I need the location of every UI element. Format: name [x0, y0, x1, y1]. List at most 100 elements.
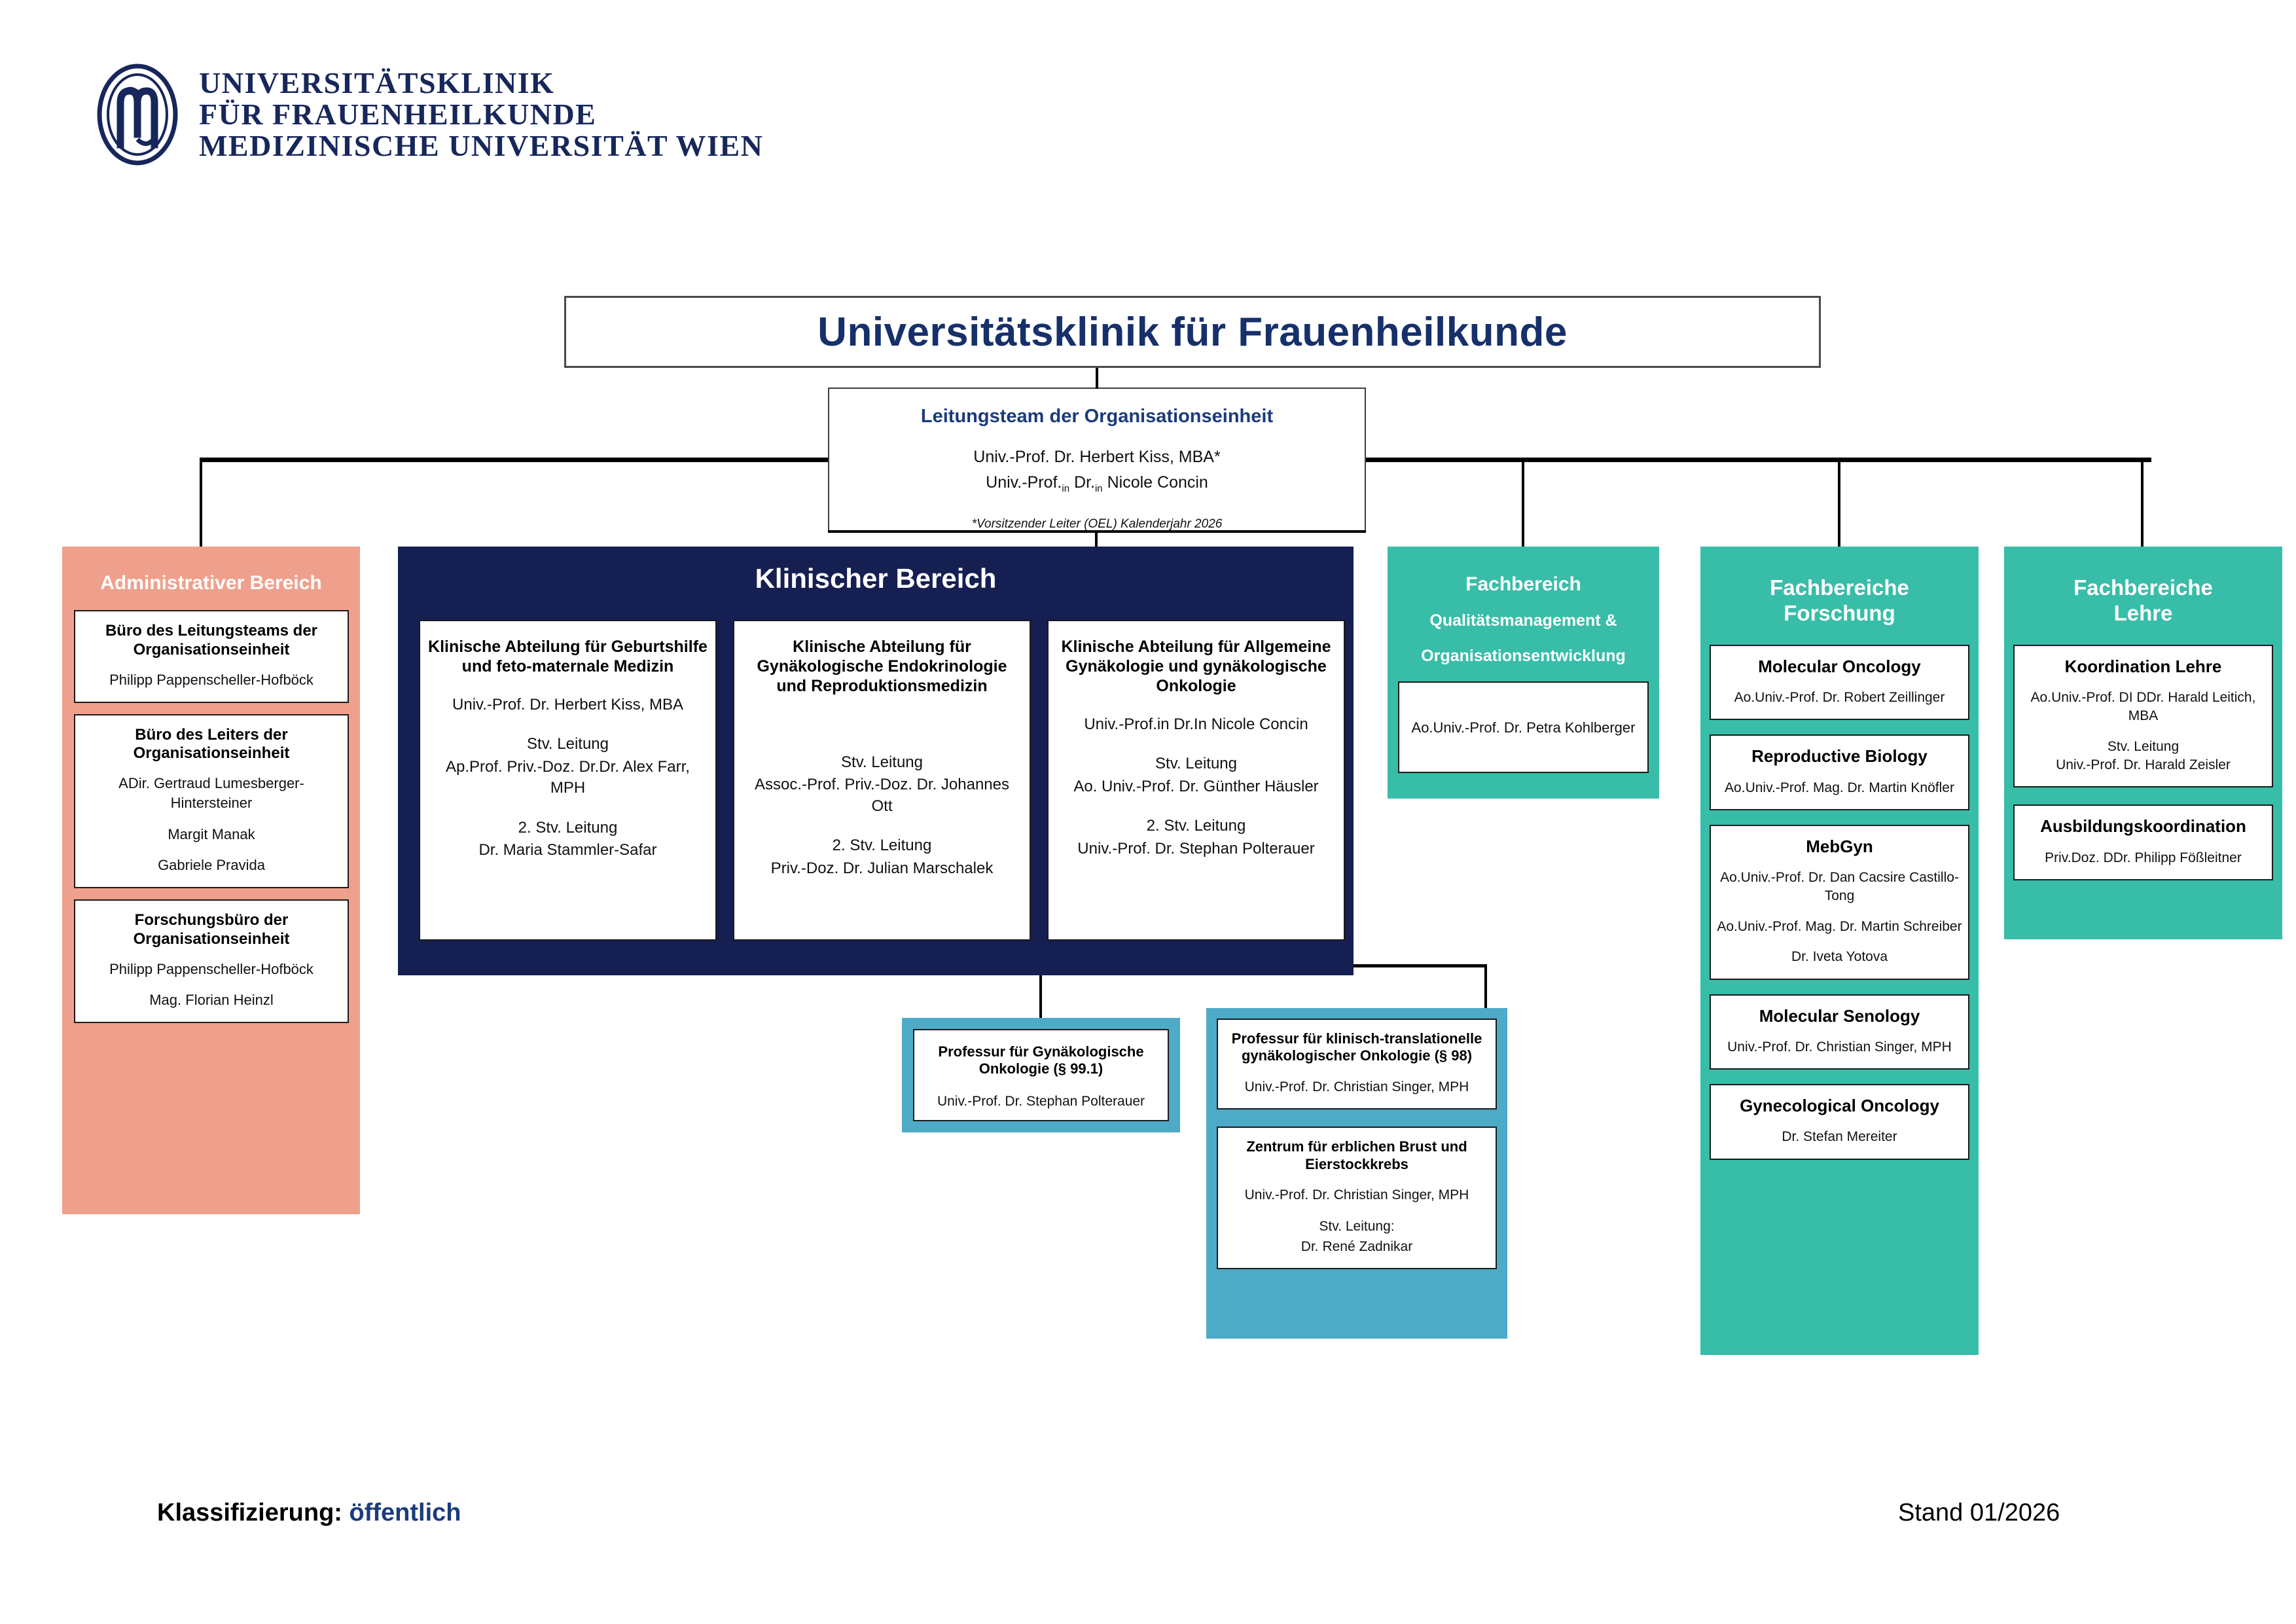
- professorship-translational-card[interactable]: Professur für klinisch-translationelle g…: [1217, 1019, 1497, 1110]
- center-deputy: Dr. René Zadnikar: [1300, 1238, 1413, 1254]
- teaching-card-koordination-lehre[interactable]: Koordination Lehre Ao.Univ.-Prof. DI DDr…: [2013, 644, 2273, 788]
- clinical-dept-deputy-label: Stv. Leitung: [527, 735, 609, 753]
- connector-drop-teaching: [2141, 458, 2144, 548]
- clinical-dept-head: Univ.-Prof.in Dr.In Nicole Concin: [1084, 715, 1308, 733]
- administrative-panel: Administrativer Bereich Büro des Leitung…: [62, 547, 360, 1214]
- clinical-dept-title: Klinische Abteilung für Gynäkologische E…: [757, 638, 1007, 695]
- clinical-dept-deputy2-label: 2. Stv. Leitung: [832, 837, 932, 855]
- page-title-text: Universitätsklinik für Frauenheilkunde: [817, 309, 1568, 355]
- connector-drop-administrative: [200, 458, 202, 548]
- research-card-title: MebGyn: [1806, 836, 1873, 856]
- connector-bus-left: [200, 458, 828, 462]
- professorship-gyn-oncology-panel: Professur für Gynäkologische Onkologie (…: [902, 1018, 1180, 1132]
- clinical-dept-deputy-label: Stv. Leitung: [841, 753, 923, 771]
- research-card-molecular-oncology[interactable]: Molecular Oncology Ao.Univ.-Prof. Dr. Ro…: [1710, 644, 1969, 721]
- quality-management-panel: Fachbereich Qualitätsmanagement & Organi…: [1388, 547, 1659, 799]
- administrative-heading: Administrativer Bereich: [100, 572, 322, 594]
- logo-line-1: UNIVERSITÄTSKLINIK: [199, 66, 555, 100]
- center-deputy-label: Stv. Leitung:: [1319, 1219, 1395, 1235]
- connector-leadership-underline: [828, 530, 1366, 533]
- version-date: Stand 01/2026: [1898, 1499, 2060, 1526]
- admin-card-title: Forschungsbüro der Organisationseinheit: [133, 911, 290, 948]
- teaching-card-title: Koordination Lehre: [2064, 656, 2222, 676]
- admin-card-name: Gabriele Pravida: [158, 857, 265, 874]
- quality-subheading-1: Qualitätsmanagement &: [1429, 611, 1617, 630]
- center-title: Zentrum für erblichen Brust und Eierstoc…: [1246, 1138, 1467, 1172]
- admin-card-leiter-office[interactable]: Büro des Leiters der Organisationseinhei…: [74, 713, 349, 889]
- teaching-heading-line-2: Lehre: [2113, 600, 2173, 625]
- professorship-gyn-oncology-card[interactable]: Professur für Gynäkologische Onkologie (…: [913, 1029, 1169, 1121]
- university-logo: UNIVERSITÄTSKLINIK FÜR FRAUENHEILKUNDE M…: [92, 62, 763, 167]
- research-card-name: Ao.Univ.-Prof. Dr. Dan Cacsire Castillo-…: [1720, 870, 1959, 904]
- research-card-name: Ao.Univ.-Prof. Dr. Robert Zeillinger: [1734, 690, 1945, 706]
- leadership-member-2: Univ.-Prof.in Dr.in Nicole Concin: [986, 473, 1208, 494]
- clinical-heading: Klinischer Bereich: [755, 563, 997, 594]
- teaching-heading-line-1: Fachbereiche: [2073, 575, 2213, 600]
- teaching-card-name: Priv.Doz. DDr. Philipp Fößleitner: [2045, 850, 2242, 865]
- connector-drop-quality: [1522, 458, 1524, 548]
- clinical-dept-title: Klinische Abteilung für Geburtshilfe und…: [428, 638, 708, 676]
- admin-card-name: Mag. Florian Heinzl: [149, 992, 274, 1009]
- clinical-dept-deputy: Assoc.-Prof. Priv.-Doz. Dr. Johannes Ott: [754, 776, 1009, 815]
- connector-bus-right: [1366, 458, 2151, 462]
- quality-subheading-2: Organisationsentwicklung: [1421, 646, 1626, 665]
- leadership-heading: Leitungsteam der Organisationseinheit: [920, 406, 1274, 427]
- research-card-name: Dr. Iveta Yotova: [1791, 949, 1888, 965]
- connector-drop-prof98: [1484, 964, 1487, 1018]
- quality-holder: Ao.Univ.-Prof. Dr. Petra Kohlberger: [1411, 719, 1636, 736]
- research-heading-line-2: Forschung: [1784, 600, 1895, 625]
- clinical-dept-head: [742, 714, 1022, 734]
- hereditary-cancer-center-card[interactable]: Zentrum für erblichen Brust und Eierstoc…: [1217, 1127, 1497, 1269]
- research-card-name: Univ.-Prof. Dr. Christian Singer, MPH: [1727, 1039, 1952, 1055]
- research-card-molecular-senology[interactable]: Molecular Senology Univ.-Prof. Dr. Chris…: [1710, 994, 1969, 1070]
- quality-holder-card[interactable]: Ao.Univ.-Prof. Dr. Petra Kohlberger: [1398, 681, 1649, 774]
- research-card-title: Molecular Oncology: [1758, 656, 1921, 676]
- connector-drop-prof991: [1039, 964, 1042, 1020]
- connector-drop-research: [1838, 458, 1840, 548]
- clinical-dept-endocrinology[interactable]: Klinische Abteilung für Gynäkologische E…: [733, 620, 1031, 941]
- quality-heading: Fachbereich: [1465, 573, 1581, 595]
- clinical-dept-obstetrics[interactable]: Klinische Abteilung für Geburtshilfe und…: [419, 620, 717, 941]
- teaching-card-title: Ausbildungskoordination: [2040, 816, 2246, 837]
- admin-card-name: Philipp Pappenscheller-Hofböck: [109, 960, 314, 977]
- logo-line-3: MEDIZINISCHE UNIVERSITÄT WIEN: [199, 128, 764, 162]
- clinical-panel: Klinischer Bereich Klinische Abteilung f…: [398, 547, 1354, 975]
- clinical-dept-deputy: Ap.Prof. Priv.-Doz. Dr.Dr. Alex Farr, MP…: [446, 757, 690, 797]
- research-card-title: Molecular Senology: [1759, 1005, 1920, 1026]
- research-card-name: Dr. Stefan Mereiter: [1782, 1129, 1897, 1145]
- clinical-dept-deputy2: Univ.-Prof. Dr. Stephan Polterauer: [1077, 839, 1315, 857]
- admin-card-name: Margit Manak: [168, 825, 255, 842]
- leadership-member-1: Univ.-Prof. Dr. Herbert Kiss, MBA*: [973, 448, 1221, 466]
- research-card-title: Reproductive Biology: [1751, 746, 1928, 767]
- admin-card-leitungsteam-office[interactable]: Büro des Leitungsteams der Organisations…: [74, 610, 349, 703]
- research-card-name: Ao.Univ.-Prof. Mag. Dr. Martin Knöfler: [1725, 780, 1954, 795]
- spacer: [1217, 1110, 1497, 1127]
- professorship-holder: Univ.-Prof. Dr. Christian Singer, MPH: [1244, 1079, 1469, 1094]
- admin-card-title: Büro des Leitungsteams der Organisations…: [105, 622, 318, 659]
- teaching-panel: Fachbereiche Lehre Koordination Lehre Ao…: [2004, 547, 2282, 939]
- leadership-footnote-text: *Vorsitzender Leiter (OEL) Kalenderjahr …: [971, 517, 1223, 531]
- connector-title-to-leadership: [1096, 368, 1098, 389]
- research-card-reproductive-biology[interactable]: Reproductive Biology Ao.Univ.-Prof. Mag.…: [1710, 734, 1969, 810]
- professorship-translational-panel: Professur für klinisch-translationelle g…: [1206, 1008, 1507, 1339]
- clinical-dept-deputy2-label: 2. Stv. Leitung: [1146, 817, 1246, 835]
- professorship-title: Professur für Gynäkologische Onkologie (…: [938, 1043, 1144, 1077]
- leadership-box: Leitungsteam der Organisationseinheit Un…: [828, 388, 1366, 532]
- classification-footer: Klassifizierung: öffentlich: [157, 1499, 461, 1527]
- admin-card-research-office[interactable]: Forschungsbüro der Organisationseinheit …: [74, 899, 349, 1023]
- classification-label: Klassifizierung:: [157, 1499, 350, 1526]
- research-panel: Fachbereiche Forschung Molecular Oncolog…: [1700, 547, 1979, 1355]
- page-title: Universitätsklinik für Frauenheilkunde: [564, 296, 1821, 368]
- research-card-name: Ao.Univ.-Prof. Mag. Dr. Martin Schreiber: [1717, 918, 1962, 934]
- admin-card-title: Büro des Leiters der Organisationseinhei…: [133, 725, 290, 763]
- admin-card-name: Philipp Pappenscheller-Hofböck: [109, 671, 314, 688]
- research-card-mebgyn[interactable]: MebGyn Ao.Univ.-Prof. Dr. Dan Cacsire Ca…: [1710, 824, 1969, 980]
- research-heading: Fachbereiche Forschung: [1710, 556, 1969, 645]
- teaching-card-name: Ao.Univ.-Prof. DI DDr. Harald Leitich, M…: [2030, 690, 2256, 724]
- research-card-gynecological-oncology[interactable]: Gynecological Oncology Dr. Stefan Mereit…: [1710, 1084, 1969, 1160]
- center-holder: Univ.-Prof. Dr. Christian Singer, MPH: [1244, 1187, 1469, 1202]
- logo-line-2: FÜR FRAUENHEILKUNDE: [199, 98, 597, 132]
- clinical-dept-gyn-oncology[interactable]: Klinische Abteilung für Allgemeine Gynäk…: [1047, 620, 1345, 941]
- teaching-card-ausbildungskoordination[interactable]: Ausbildungskoordination Priv.Doz. DDr. P…: [2013, 804, 2273, 880]
- teaching-card-deputy: Stv. Leitung Univ.-Prof. Dr. Harald Zeis…: [2056, 738, 2231, 773]
